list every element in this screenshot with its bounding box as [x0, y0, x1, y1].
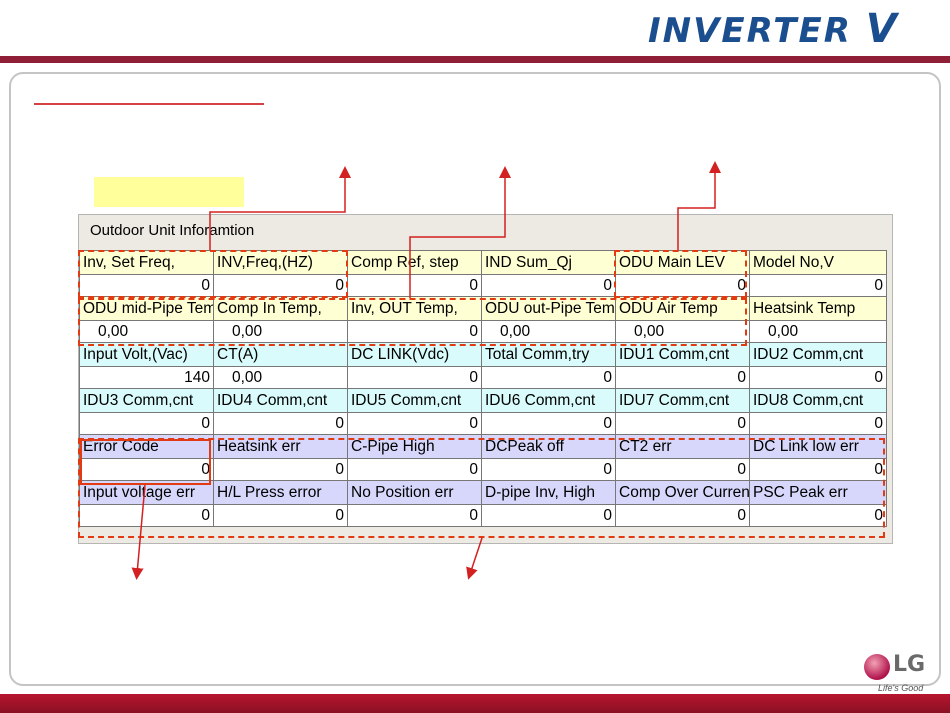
field-value: 0: [615, 366, 750, 389]
field-value: 0: [749, 412, 887, 435]
highlight-temperatures: [78, 298, 747, 346]
field-label: ODU out-Pipe Tem: [481, 296, 616, 321]
field-value: 0,00: [213, 320, 348, 343]
field-label: IDU2 Comm,cnt: [749, 342, 887, 367]
field-value: 0: [749, 504, 887, 527]
field-label: ODU Air Temp: [615, 296, 750, 321]
field-value: 0: [213, 504, 348, 527]
field-label: IDU8 Comm,cnt: [749, 388, 887, 413]
highlight-error-code: [80, 439, 211, 485]
field-label: PSC Peak err: [749, 480, 887, 505]
field-value: 0: [615, 412, 750, 435]
field-label: IDU5 Comm,cnt: [347, 388, 482, 413]
field-label: IDU4 Comm,cnt: [213, 388, 348, 413]
field-label: Total Comm,try: [481, 342, 616, 367]
footer-bar: [0, 694, 950, 713]
field-value: 0,00: [213, 366, 348, 389]
field-value: 0: [347, 320, 482, 343]
field-label: CT(A): [213, 342, 348, 367]
lg-tagline: Life's Good: [878, 683, 924, 693]
field-value: 0: [213, 274, 348, 297]
field-label: Model No,V: [749, 250, 887, 275]
highlight-odu-main-lev: [614, 250, 747, 298]
brand-letter: V: [865, 6, 897, 52]
field-value: 0,00: [749, 320, 887, 343]
highlight-inv-freq: [78, 250, 348, 298]
field-value: 0: [79, 274, 214, 297]
field-label: IDU3 Comm,cnt: [79, 388, 214, 413]
lg-logo-text: LG: [893, 652, 926, 677]
field-label: IDU6 Comm,cnt: [481, 388, 616, 413]
field-value: 0: [749, 366, 887, 389]
field-label: IND Sum_Qj: [481, 250, 616, 275]
field-value: 0: [615, 274, 750, 297]
field-value: 0,00: [79, 320, 214, 343]
field-value: 0: [481, 274, 616, 297]
brand-logo: INVERTER V: [648, 9, 944, 49]
field-label: H/L Press error: [213, 480, 348, 505]
field-value: 0: [481, 366, 616, 389]
field-value: 0: [481, 504, 616, 527]
field-label: DC LINK(Vdc): [347, 342, 482, 367]
field-value: 0: [347, 274, 482, 297]
panel-title: Outdoor Unit Inforamtion: [90, 222, 255, 239]
lg-logo-icon: [864, 654, 890, 680]
field-label: No Position err: [347, 480, 482, 505]
field-label: ODU mid-Pipe Tem: [79, 296, 214, 321]
field-value: 0: [481, 412, 616, 435]
field-label: Heatsink Temp: [749, 296, 887, 321]
title-underline: [34, 103, 264, 105]
field-value: 0,00: [615, 320, 750, 343]
field-label: Comp In Temp,: [213, 296, 348, 321]
highlight-box: [94, 177, 244, 207]
header-bar: [0, 56, 950, 63]
field-label: IDU1 Comm,cnt: [615, 342, 750, 367]
field-value: 0: [615, 504, 750, 527]
field-label: Inv, OUT Temp,: [347, 296, 482, 321]
highlight-error-flags: [78, 438, 885, 538]
field-value: 0: [347, 504, 482, 527]
field-value: 0: [347, 366, 482, 389]
info-grid: Inv, Set Freq,INV,Freq,(HZ)Comp Ref, ste…: [79, 250, 887, 527]
field-value: 0: [79, 412, 214, 435]
field-label: Input Volt,(Vac): [79, 342, 214, 367]
field-label: Comp Ref, step: [347, 250, 482, 275]
field-value: 0: [347, 412, 482, 435]
field-label: IDU7 Comm,cnt: [615, 388, 750, 413]
label-row: Input Volt,(Vac)CT(A)DC LINK(Vdc)Total C…: [79, 342, 887, 367]
field-value: 0: [213, 412, 348, 435]
field-value: 0: [347, 458, 482, 481]
field-value: 140: [79, 366, 214, 389]
field-value: 0: [749, 274, 887, 297]
brand-name: INVERTER: [648, 11, 852, 51]
